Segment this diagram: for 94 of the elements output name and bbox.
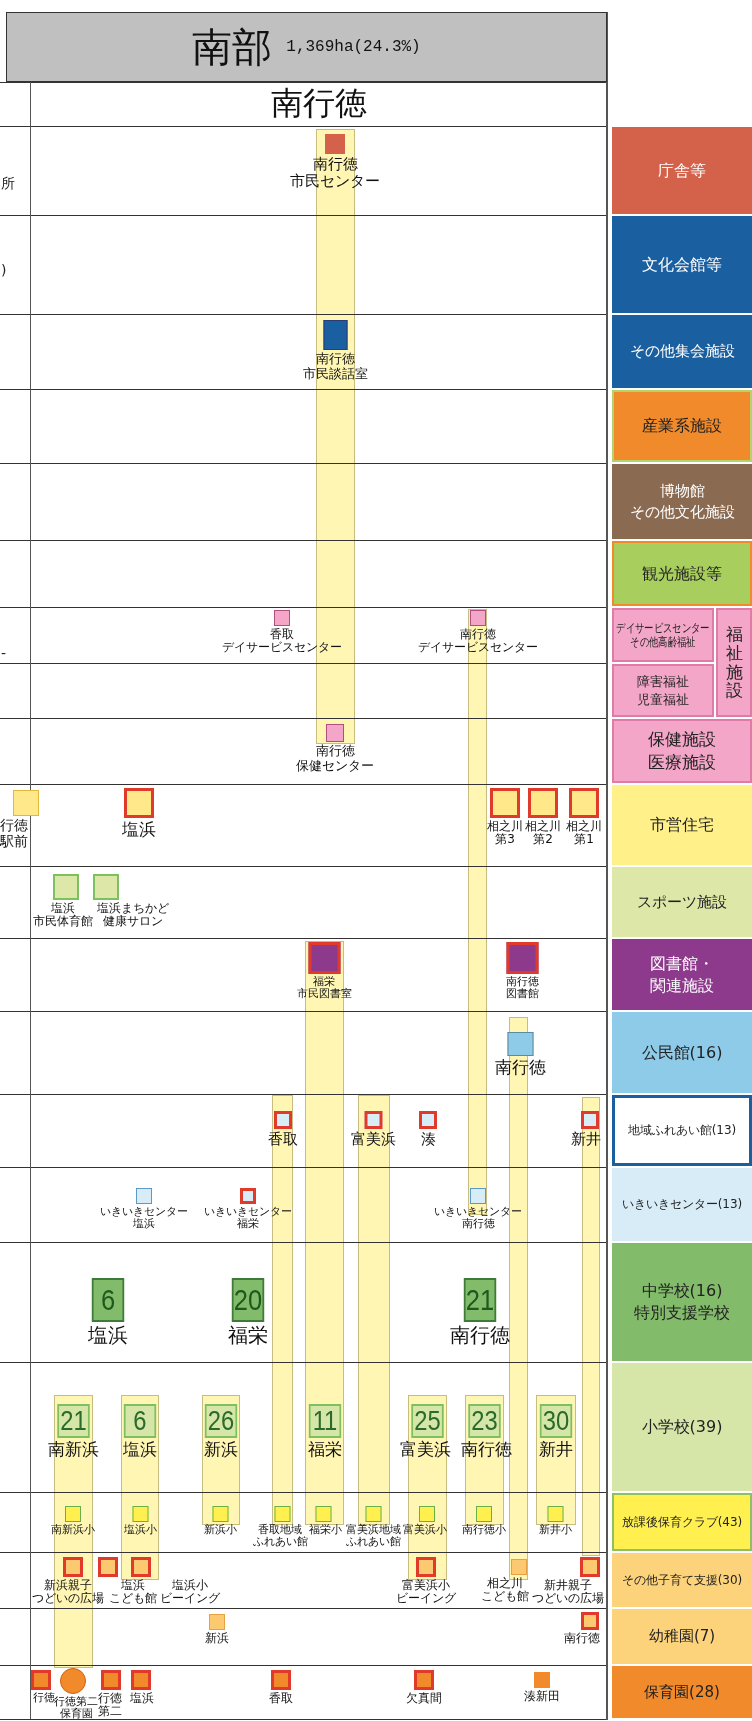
facility-label: 南行徳デイサービスセンター xyxy=(418,628,538,655)
facility-label: 相之川第3 xyxy=(487,820,523,847)
facility-label: 行徳 xyxy=(33,1692,55,1704)
facility-label: 香取 xyxy=(268,1131,298,1148)
facility-label: 新井 xyxy=(539,1440,573,1460)
facility-label: 新浜 xyxy=(204,1440,238,1460)
school-number-badge: 20 xyxy=(231,1278,265,1322)
legend-label: 産業系施設 xyxy=(642,415,722,437)
legend-label: 庁舎等 xyxy=(658,159,706,182)
cut-off-text: - xyxy=(1,645,7,661)
facility-label: 富美浜小 xyxy=(403,1524,447,1537)
legend-label: デイサービスセンターその他高齢福祉 xyxy=(615,620,711,650)
legend-label: 地域ふれあい館(13) xyxy=(627,1122,737,1139)
facility-label: 新浜親子つどいの広場 xyxy=(32,1579,104,1606)
legend-label: スポーツ施設 xyxy=(637,891,727,913)
facility-label: 南新浜 xyxy=(47,1440,99,1460)
facility-label: 行徳第二 xyxy=(98,1692,122,1719)
facility-label: 富美浜 xyxy=(350,1131,396,1148)
title: 南部 xyxy=(192,22,273,72)
facility-label: 福栄市民図書室 xyxy=(296,976,352,1001)
school-number-badge: 21 xyxy=(56,1404,90,1438)
legend-label: その他子育て支援(30) xyxy=(621,1571,743,1589)
facility-label: 行徳第二保育園 xyxy=(54,1696,98,1721)
facility-label: 塩浜 xyxy=(88,1324,128,1347)
legend-label: 中学校(16) 特別支援学校 xyxy=(633,1280,731,1324)
facility-label: 南行徳図書館 xyxy=(505,976,539,1001)
facility-label: 南行徳 xyxy=(494,1058,546,1078)
legend-label: 図書館・関連施設 xyxy=(650,952,714,997)
legend-label: 放課後保育クラブ(43) xyxy=(621,1513,743,1531)
school-number-badge: 11 xyxy=(308,1404,342,1438)
legend-label: 保健施設医療施設 xyxy=(648,728,716,774)
school-number-badge: 6 xyxy=(91,1278,125,1322)
legend-label: 文化会館等 xyxy=(642,253,722,276)
facility-label: 新井小 xyxy=(538,1524,572,1537)
facility-label: 香取 xyxy=(269,1692,293,1706)
facility-label: 湊新田 xyxy=(524,1690,560,1704)
cut-off-text: ) xyxy=(1,262,7,278)
facility-label: 相之川こども館 xyxy=(481,1577,529,1604)
legend-label: その他集会施設 xyxy=(629,341,735,362)
facility-label: 南行徳小 xyxy=(462,1524,506,1537)
legend-label: 福祉施設 xyxy=(725,625,743,700)
legend-label: 博物館その他文化施設 xyxy=(629,481,735,522)
facility-label: 相之川第2 xyxy=(525,820,561,847)
facility-label: 福栄 xyxy=(228,1324,268,1347)
facility-label: 新浜小 xyxy=(203,1524,237,1537)
facility-label: 湊 xyxy=(420,1131,436,1148)
legend-label: 観光施設等 xyxy=(642,562,722,585)
facility-label: 南行徳 xyxy=(450,1324,510,1347)
facility-label: 塩浜まちかど健康サロン xyxy=(97,902,169,929)
legend-label: いきいきセンター(13) xyxy=(621,1196,743,1213)
facility-label: 南行徳 xyxy=(564,1632,600,1646)
facility-label: 新井 xyxy=(571,1131,601,1148)
district-heading: 南行徳 xyxy=(270,83,367,124)
facility-label: 新井親子つどいの広場 xyxy=(532,1579,604,1606)
facility-label: 福栄 xyxy=(308,1440,342,1460)
facility-label: 塩浜 xyxy=(130,1692,154,1706)
facility-label: 富美浜 xyxy=(399,1440,451,1460)
facility-label: 相之川第1 xyxy=(566,820,602,847)
school-number-badge: 23 xyxy=(467,1404,501,1438)
legend-label: 市営住宅 xyxy=(650,814,714,836)
legend-label: 保育園(28) xyxy=(644,1681,720,1703)
facility-label: 富美浜地域ふれあい館 xyxy=(345,1524,401,1549)
school-number-badge: 6 xyxy=(123,1404,157,1438)
facility-label: 塩浜小 xyxy=(123,1524,157,1537)
facility-label: 欠真間 xyxy=(406,1692,442,1706)
school-number-badge: 25 xyxy=(410,1404,444,1438)
legend-label: 公民館(16) xyxy=(641,1041,723,1064)
facility-label: 南行徳市民談話室 xyxy=(302,352,368,382)
facility-label: 富美浜小ビーイング xyxy=(396,1579,456,1606)
facility-label: 南新浜小 xyxy=(51,1524,95,1537)
facility-label: 南行徳保健センター xyxy=(296,744,374,774)
facility-label: 福栄小 xyxy=(308,1524,342,1537)
facility-label: 塩浜小ビーイング xyxy=(160,1579,220,1606)
facility-label: 香取地域ふれあい館 xyxy=(252,1524,308,1549)
facility-label: いきいきセンター福栄 xyxy=(204,1206,292,1231)
facility-label: 塩浜こども館 xyxy=(109,1579,157,1606)
facility-label: 南行徳市民センター xyxy=(290,156,380,190)
facility-label: いきいきセンター塩浜 xyxy=(100,1206,188,1231)
school-number-badge: 26 xyxy=(204,1404,238,1438)
facility-label: 塩浜市民体育館 xyxy=(33,902,93,929)
facility-label: 新浜 xyxy=(205,1632,229,1646)
facility-label: 南行徳 xyxy=(460,1440,512,1460)
legend-label: 障害福祉児童福祉 xyxy=(637,672,689,709)
area-label: 1,369ha(24.3%) xyxy=(286,38,421,56)
facility-label: 行徳駅前 xyxy=(0,818,28,850)
school-number-badge: 30 xyxy=(539,1404,573,1438)
facility-label: いきいきセンター南行徳 xyxy=(434,1206,522,1231)
facility-label: 塩浜 xyxy=(123,1440,157,1460)
facility-label: 塩浜 xyxy=(122,820,156,840)
school-number-badge: 21 xyxy=(463,1278,497,1322)
legend-label: 小学校(39) xyxy=(641,1416,723,1438)
facility-label: 香取デイサービスセンター xyxy=(222,628,342,655)
cut-off-text: 所 xyxy=(1,175,15,193)
legend-label: 幼稚園(7) xyxy=(648,1626,716,1647)
